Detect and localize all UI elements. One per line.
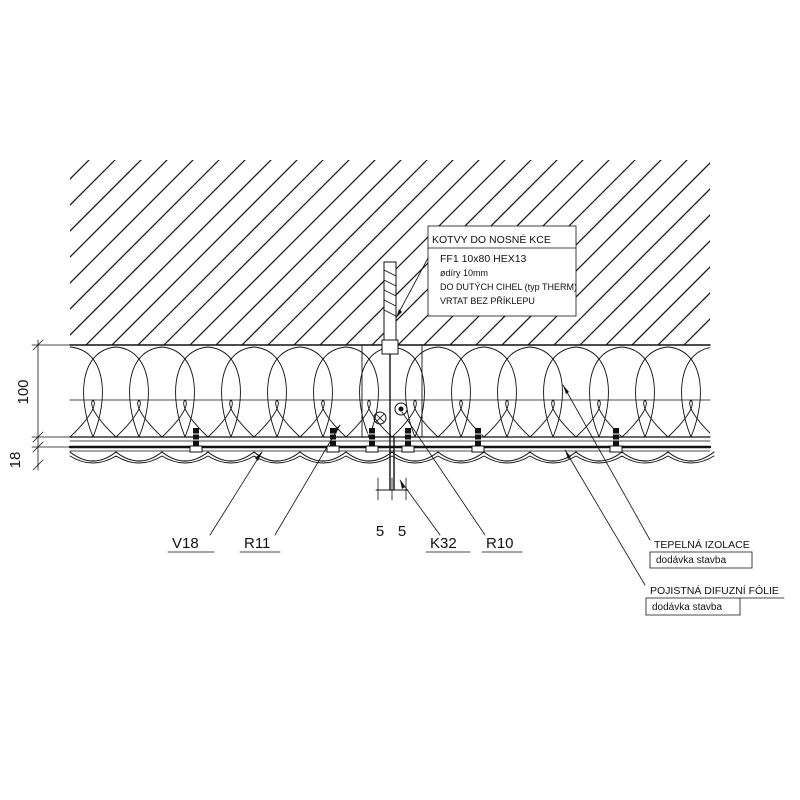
insulation-label-title: TEPELNÁ IZOLACE [654, 538, 750, 551]
foil-label-sub: dodávka stavba [652, 602, 722, 613]
anchor-note-box [427, 225, 577, 317]
foil-label-title: POJISTNÁ DIFUZNÍ FÓLIE [650, 584, 779, 597]
anchor-leader [395, 257, 429, 319]
dimension-gap-a: 5 [376, 523, 384, 540]
thermal-insulation [70, 346, 710, 437]
label-k32-group: K32 [425, 535, 471, 553]
insulation-label-sub: dodávka stavba [656, 555, 726, 566]
dimension-insulation: 100 [15, 379, 32, 404]
wall-hatch [70, 160, 710, 345]
label-leaders [209, 384, 651, 586]
anchor-note-hole: ødíry 10mm [440, 268, 488, 278]
label-r10-group: R10 [481, 535, 523, 553]
dimension-lines [31, 339, 71, 471]
corrugated-cladding-outer [69, 451, 715, 462]
anchor-note-brick: DO DUTÝCH CIHEL (typ THERM) [440, 282, 577, 292]
foil-label: POJISTNÁ DIFUZNÍ FÓLIE dodávka stavba [645, 584, 785, 616]
wall-anchor-ff1 [381, 261, 399, 355]
anchor-note-title: KOTVY DO NOSNÉ KCE [432, 233, 551, 246]
corrugated-cladding-inner [69, 455, 715, 464]
label-v18: V18 [172, 535, 199, 552]
dimension-gap-b: 5 [398, 523, 406, 540]
insulation-label: TEPELNÁ IZOLACE dodávka stavba [649, 538, 753, 569]
label-r10: R10 [486, 535, 514, 552]
label-r11-group: R11 [239, 535, 281, 553]
anchor-note-drill: VRTAT BEZ PŘÍKLEPU [440, 296, 535, 306]
facade-screws [189, 428, 623, 453]
bracket-k32 [361, 344, 423, 501]
label-v18-group: V18 [167, 535, 215, 553]
label-k32: K32 [430, 535, 457, 552]
dimension-facade: 18 [7, 452, 24, 469]
anchor-note-type: FF1 10x80 HEX13 [440, 253, 527, 265]
label-r11: R11 [244, 535, 270, 552]
